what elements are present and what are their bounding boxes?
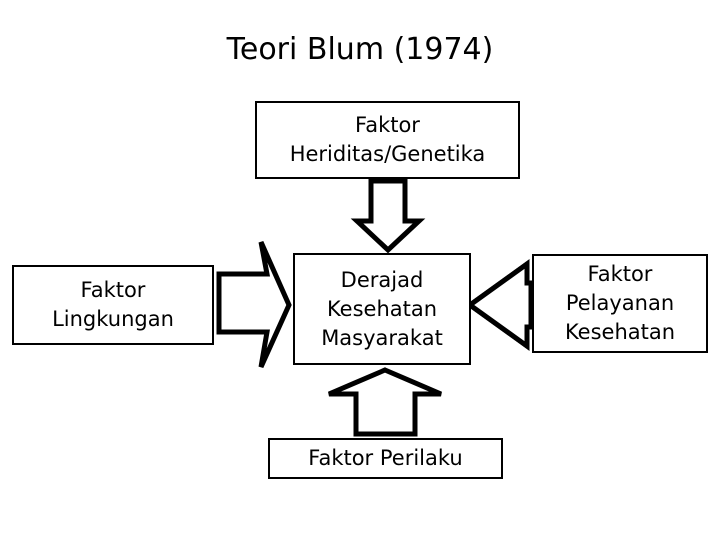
environment-node-label: Faktor Lingkungan	[52, 278, 174, 331]
health-service-node[interactable]: Faktor Pelayanan Kesehatan	[532, 254, 708, 353]
arrow-service-to-health	[465, 259, 530, 351]
health-status-node[interactable]: Derajad Kesehatan Masyarakat	[293, 253, 471, 365]
page-title: Teori Blum (1974)	[226, 32, 494, 67]
arrow-environment-to-health	[216, 240, 292, 369]
behaviour-node-label: Faktor Perilaku	[308, 446, 463, 470]
heredity-node-label: Faktor Heriditas/Genetika	[289, 113, 486, 166]
arrow-heredity-to-health	[350, 178, 426, 254]
arrow-service-to-health-body	[465, 259, 534, 351]
health-status-node-label: Derajad Kesehatan Masyarakat	[321, 267, 443, 350]
arrow-behaviour-to-health	[328, 367, 442, 437]
behaviour-node[interactable]: Faktor Perilaku	[268, 438, 503, 479]
health-service-node-label: Faktor Pelayanan Kesehatan	[564, 262, 676, 344]
environment-node[interactable]: Faktor Lingkungan	[12, 265, 214, 345]
heredity-node[interactable]: Faktor Heriditas/Genetika	[255, 101, 520, 179]
